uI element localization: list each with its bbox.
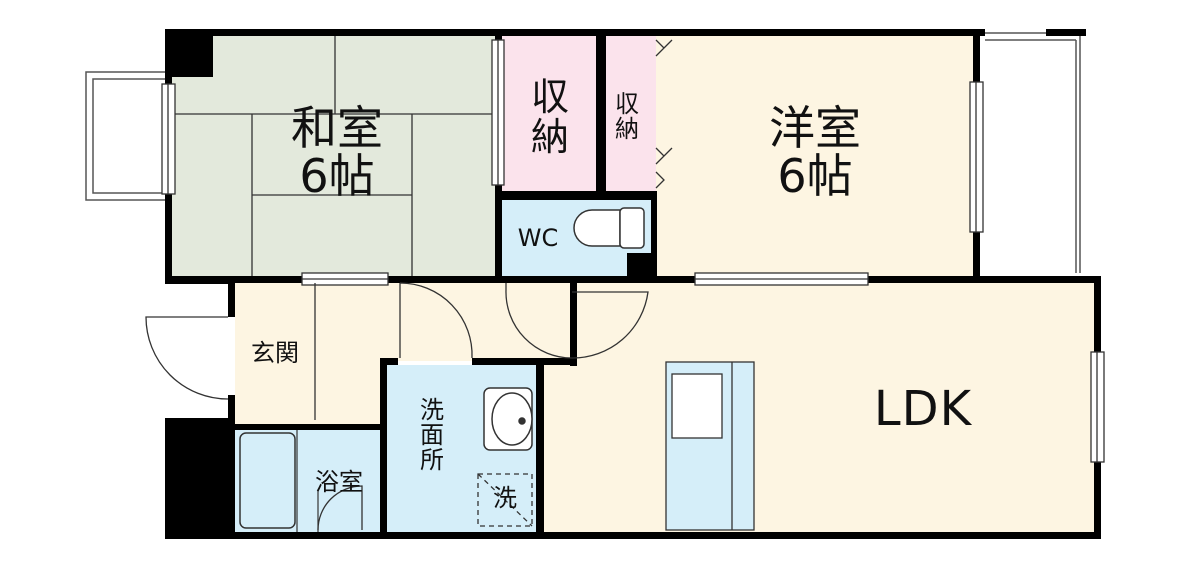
storage-right-line2: 納 [615, 115, 639, 144]
toilet [573, 207, 645, 249]
washitsu-size: 6帖 [299, 149, 375, 204]
bathtub [239, 432, 296, 529]
washroom-line1: 洗 [420, 396, 444, 424]
kitchen-counter [665, 361, 755, 531]
youshitsu-label: 洋室 6帖 [740, 104, 890, 201]
washroom-label: 洗 面 所 [410, 396, 454, 475]
youshitsu-size: 6帖 [777, 149, 853, 204]
washroom-line2: 面 [420, 421, 444, 450]
ldk-floor [544, 283, 1094, 532]
storage-right-line1: 収 [615, 90, 639, 118]
balcony-right [985, 32, 1081, 273]
washitsu-label: 和室 6帖 [262, 104, 412, 201]
storage-right-floor [606, 36, 656, 191]
storage-left-floor [502, 36, 596, 191]
youshitsu-name: 洋室 [769, 101, 861, 155]
doors [145, 39, 673, 531]
genkan-floor [235, 283, 383, 424]
washer-space [477, 473, 533, 527]
ldk-label: LDK [873, 381, 973, 437]
bath-label: 浴室 [315, 468, 363, 496]
washitsu-name: 和室 [291, 101, 383, 155]
storage-left-label: 収 納 [522, 75, 578, 159]
washer-label: 洗 [493, 484, 517, 512]
windows [161, 39, 1105, 463]
washroom-line3: 所 [420, 446, 444, 475]
storage-left-line1: 収 [530, 75, 569, 119]
balcony-left [85, 71, 167, 201]
washbasin [483, 387, 533, 451]
storage-left-line2: 納 [530, 114, 569, 159]
genkan-label: 玄関 [251, 339, 299, 367]
storage-right-label: 収 納 [607, 90, 647, 144]
youshitsu-floor [656, 36, 980, 276]
wc-label: WC [517, 224, 559, 252]
tatami-lines [172, 36, 497, 276]
